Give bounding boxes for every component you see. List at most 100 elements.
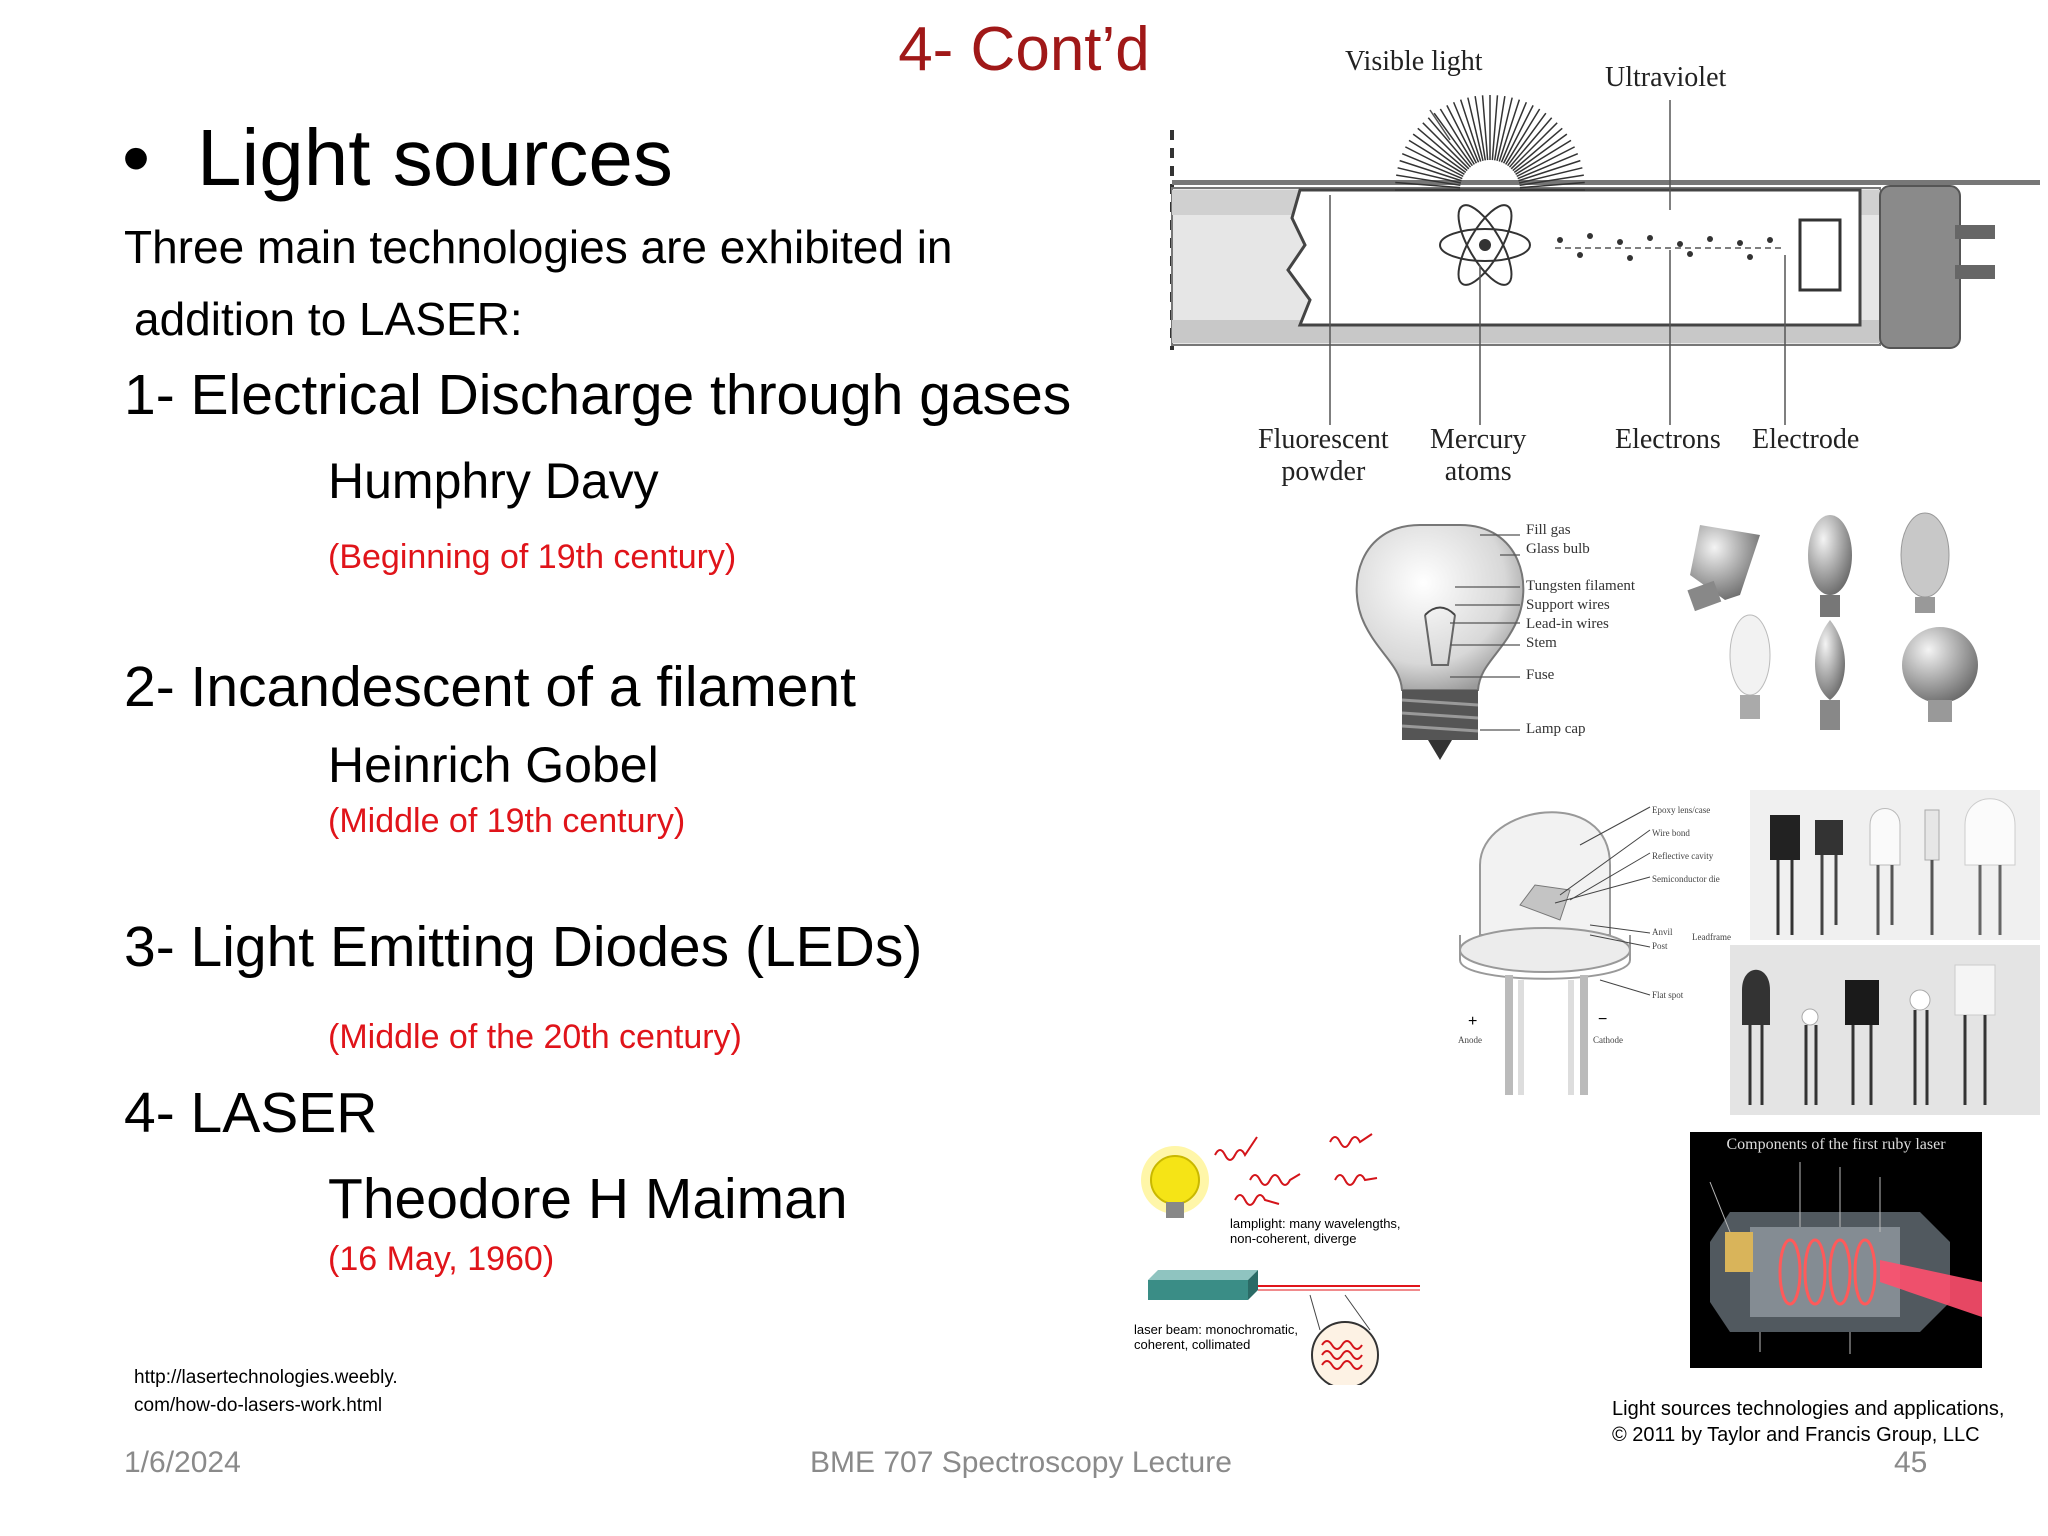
laser-beam-caption-line-2: coherent, collimated: [1134, 1337, 1251, 1352]
visible-light-ray: [1474, 96, 1487, 161]
bulb-label-lamp-cap: Lamp cap: [1526, 721, 1586, 737]
slide-title: 4- Cont’d: [898, 15, 1150, 84]
visible-light-ray: [1507, 112, 1547, 167]
item-4-person: Theodore H Maiman: [328, 1167, 848, 1231]
electrode-label: Electrode: [1752, 424, 1860, 455]
lamplight-caption: lamplight: many wavelengths, non-coheren…: [1230, 1216, 1401, 1246]
bulb-label-tungsten-filament: Tungsten filament: [1526, 578, 1636, 594]
fluorescent-powder-line-2: powder: [1281, 456, 1366, 487]
footer-center: BME 707 Spectroscopy Lecture: [810, 1446, 1232, 1479]
visible-light-ray: [1505, 108, 1541, 165]
bulb-label-fuse: Fuse: [1526, 667, 1555, 683]
visible-light-ray: [1518, 159, 1581, 182]
visible-light-ray: [1498, 99, 1521, 162]
visible-light-ray: [1412, 133, 1467, 173]
led-label-semiconductor-die: Semiconductor die: [1652, 874, 1720, 884]
visible-light-ray: [1439, 108, 1475, 165]
visible-light-ray: [1518, 167, 1583, 184]
visible-light-ray: [1513, 133, 1568, 173]
electron-dots: [1557, 233, 1773, 261]
item-3-period: (Middle of the 20th century): [328, 1018, 742, 1056]
bulb-label-support-wires: Support wires: [1526, 597, 1610, 613]
visible-light-ray: [1481, 95, 1489, 161]
visible-light-ray: [1408, 139, 1465, 175]
visible-light-ray: [1496, 97, 1513, 162]
ruby-laser-diagram: [1709, 1162, 1982, 1354]
led-label-wire-bond: Wire bond: [1652, 828, 1690, 838]
visible-light-ray: [1397, 167, 1462, 184]
ultraviolet-label: Ultraviolet: [1605, 62, 1727, 93]
bulb-variants-icon: [1687, 512, 1978, 730]
visible-light-ray: [1510, 122, 1558, 170]
lamplight-caption-line-1: lamplight: many wavelengths,: [1230, 1216, 1401, 1231]
lamp-vs-laser-diagram: [1141, 1133, 1420, 1389]
ruby-laser-title: Components of the first ruby laser: [1726, 1136, 1946, 1153]
visible-light-ray: [1467, 97, 1484, 162]
visible-light-ray: [1512, 127, 1563, 172]
led-figure: Epoxy lens/case Wire bond Reflective cav…: [1450, 785, 2045, 1115]
laser-box-icon: [1148, 1270, 1258, 1300]
item-4-period: (16 May, 1960): [328, 1240, 555, 1278]
bulb-labels-top: Fill gas Glass bulb: [1526, 521, 1590, 559]
fluorescent-powder-label: Fluorescent powder: [1258, 424, 1389, 488]
visible-light-ray: [1422, 122, 1470, 170]
footer-date: 1/6/2024: [124, 1446, 241, 1479]
lamplight-caption-line-2: non-coherent, diverge: [1230, 1231, 1357, 1246]
visible-light-ray: [1508, 117, 1553, 168]
bulb-label-glass-bulb: Glass bulb: [1526, 541, 1590, 557]
laser-beam-caption: laser beam: monochromatic, coherent, col…: [1134, 1322, 1298, 1352]
led-minus-sign: −: [1598, 1011, 1608, 1028]
bullet-dot: •: [122, 113, 151, 202]
visible-light-ray: [1500, 101, 1528, 163]
visible-light-ray: [1517, 152, 1579, 180]
mercury-atoms-line-1: Mercury: [1430, 424, 1527, 455]
visible-light-ray: [1519, 174, 1584, 187]
visible-light-ray: [1516, 146, 1575, 178]
led-label-leadframe: Leadframe: [1692, 932, 1731, 942]
bulb-label-stem: Stem: [1526, 635, 1557, 651]
visible-light-ray: [1399, 159, 1462, 182]
coherent-wave-magnifier-icon: [1311, 1321, 1379, 1389]
led-label-post: Post: [1652, 941, 1668, 951]
visible-light-ray: [1417, 127, 1468, 172]
visible-light-ray: [1502, 105, 1534, 164]
bulb-diagram: [1355, 512, 1978, 760]
electrons-label: Electrons: [1615, 424, 1721, 455]
item-3-heading: 3- Light Emitting Diodes (LEDs): [124, 915, 923, 979]
bulb-label-fill-gas: Fill gas: [1526, 522, 1571, 538]
mercury-atoms-label: Mercury atoms: [1430, 424, 1526, 488]
mercury-atoms-line-2: atoms: [1444, 456, 1512, 487]
intro-line-1: Three main technologies are exhibited in: [124, 221, 953, 273]
item-4-heading: 4- LASER: [124, 1081, 378, 1145]
item-2-person: Heinrich Gobel: [328, 737, 659, 793]
visible-light-ray: [1493, 96, 1506, 161]
item-2-period: (Middle of 19th century): [328, 802, 686, 840]
item-2-heading: 2- Incandescent of a filament: [124, 655, 856, 719]
visible-light-ray: [1396, 174, 1461, 187]
source-url-line-1: http://lasertechnologies.weebly.: [134, 1367, 398, 1388]
led-label-epoxy-lens: Epoxy lens/case: [1652, 805, 1711, 815]
visible-light-ray: [1427, 117, 1472, 168]
figure-credit-line-1: Light sources technologies and applicati…: [1612, 1398, 2005, 1420]
led-label-anvil: Anvil: [1652, 927, 1673, 937]
figure-credit-line-2: © 2011 by Taylor and Francis Group, LLC: [1612, 1424, 1980, 1446]
visible-light-ray: [1395, 181, 1461, 189]
fluorescent-tube-figure: Visible light Ultraviolet Fluorescent po…: [1160, 40, 2042, 500]
led-diagram: [1459, 790, 2040, 1115]
led-cathode-label: Cathode: [1593, 1035, 1623, 1045]
led-label-flat-spot: Flat spot: [1652, 990, 1684, 1000]
footer-page-number: 45: [1894, 1446, 1928, 1479]
incandescent-bulb-figure: Fill gas Glass bulb Tungsten filament Su…: [1340, 505, 2040, 765]
visible-light-ray: [1401, 152, 1463, 180]
led-label-reflective-cavity: Reflective cavity: [1652, 851, 1714, 861]
mercury-atom-icon: [1439, 204, 1531, 286]
source-url-line-2: com/how-do-lasers-work.html: [134, 1395, 383, 1416]
visible-light-ray: [1405, 146, 1464, 178]
visible-light-ray: [1433, 112, 1473, 167]
bulb-label-lead-in-wires: Lead-in wires: [1526, 616, 1609, 632]
fluorescent-tube-diagram: [1170, 95, 2042, 425]
bullet-heading-text: Light sources: [197, 113, 673, 202]
source-url: http://lasertechnologies.weebly. com/how…: [134, 1364, 398, 1420]
ruby-laser-figure: Components of the first ruby laser: [1690, 1132, 1982, 1368]
fluorescent-powder-line-1: Fluorescent: [1258, 424, 1389, 455]
